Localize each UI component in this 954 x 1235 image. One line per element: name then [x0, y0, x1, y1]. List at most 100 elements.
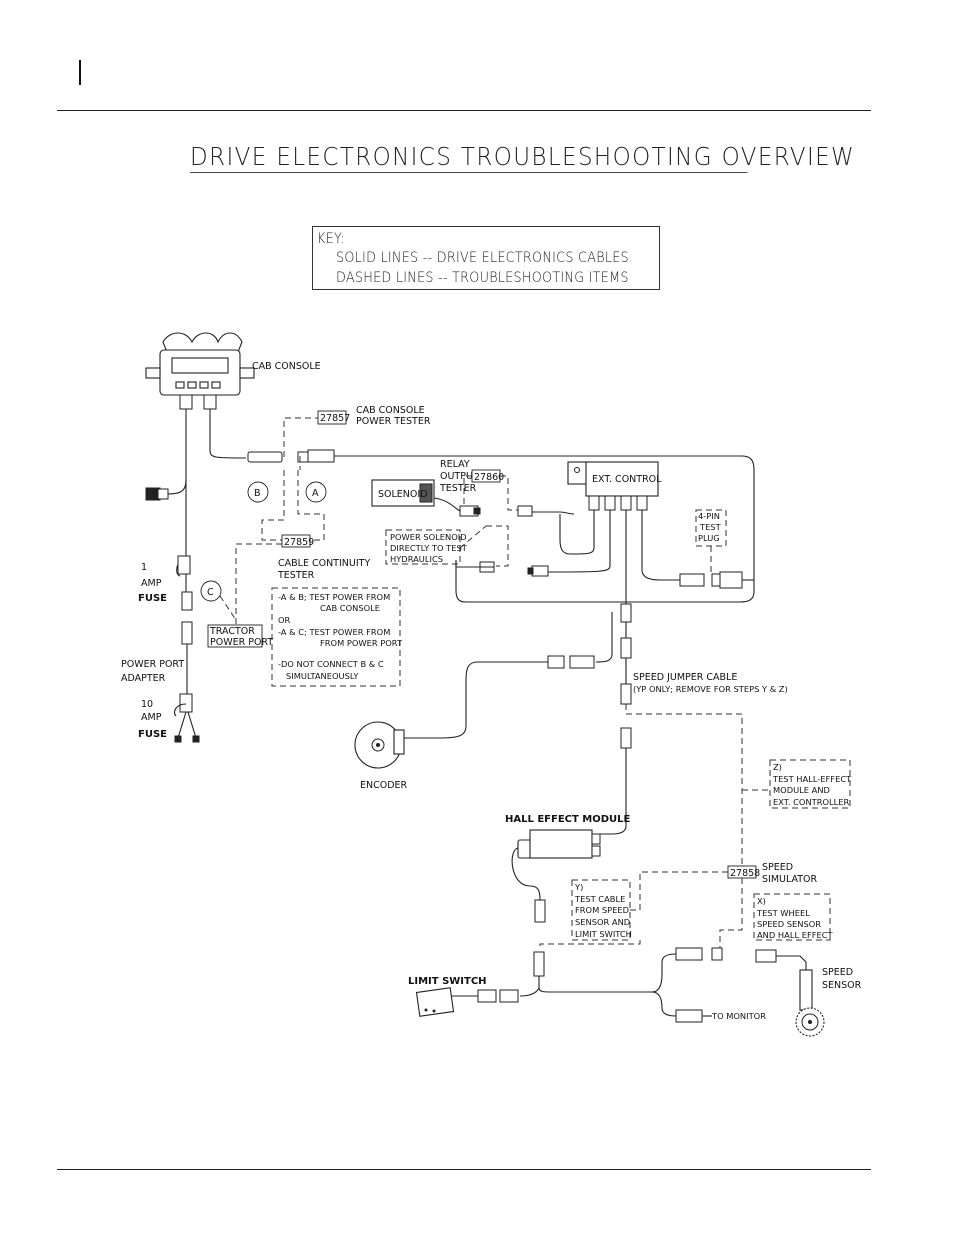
continuity-note-3: OR: [278, 615, 291, 625]
speed-simulator-label-2: SIMULATOR: [762, 874, 818, 885]
fuse-1-amp-label-3: FUSE: [138, 593, 167, 604]
test-plug-label-3: PLUG: [698, 533, 720, 543]
relay-output-tester-label-3: TESTER: [439, 483, 477, 494]
power-port-adapter-label-2: ADAPTER: [121, 673, 166, 684]
continuity-notes-box: [271, 587, 401, 687]
fuse-1-amp-label-2: AMP: [141, 578, 162, 589]
power-solenoid-box: [385, 529, 461, 565]
step-z-label-3: MODULE AND: [773, 785, 830, 795]
step-y-label-5: LIMIT SWITCH: [575, 929, 632, 939]
tester-27860-label: 27860: [474, 472, 504, 483]
cab-console-label: CAB CONSOLE: [252, 361, 321, 372]
step-y-label-4: SENSOR AND: [575, 917, 630, 927]
step-z-label-4: EXT. CONTROLLER: [773, 797, 850, 807]
test-point-a: [305, 481, 327, 503]
cab-console-power-tester-label-2: POWER TESTER: [356, 416, 431, 427]
cable-continuity-tester-label: CABLE CONTINUITY: [278, 558, 370, 569]
continuity-note-1: -A & B; TEST POWER FROM: [278, 592, 390, 602]
speed-sensor-wheel: [795, 1007, 825, 1037]
step-z-box: [769, 759, 851, 809]
fuse-1-amp: [177, 555, 191, 575]
cable-console-main: [209, 409, 247, 459]
speed-sensor: [799, 969, 813, 1011]
test-point-b: [247, 481, 269, 503]
test-point-b-label: B: [254, 488, 261, 499]
tester-27859: [281, 534, 311, 548]
tractor-power-port-label-2: POWER PORT: [210, 637, 273, 648]
speed-jumper-top: [620, 603, 632, 623]
speed-sensor-label: SPEED: [822, 967, 853, 978]
footer-rule: [57, 1169, 871, 1170]
step-x-label-4: AND HALL EFFECT: [757, 930, 834, 940]
connector-console-harness: [247, 451, 283, 463]
encoder-label: ENCODER: [360, 780, 408, 791]
step-x-label: X): [757, 896, 766, 906]
legend-box: [312, 226, 660, 290]
power-solenoid-label: POWER SOLENOID: [390, 532, 467, 542]
tractor-power-port-label: TRACTOR: [209, 626, 255, 637]
hall-effect-module-label: HALL EFFECT MODULE: [505, 814, 631, 825]
step-x-label-3: SPEED SENSOR: [757, 919, 821, 929]
continuity-note-5: FROM POWER PORT: [320, 638, 403, 648]
fuse-10-amp-label-2: AMP: [141, 712, 162, 723]
ext-control: EXT. CONTROL: [567, 461, 662, 511]
speed-jumper-cable-label: SPEED JUMPER CABLE: [633, 672, 737, 683]
tester-27857-label: 27857: [320, 413, 350, 424]
power-port-adapter-plug: [181, 621, 193, 645]
power-solenoid-label-3: HYDRAULICS: [390, 554, 443, 564]
step-x-box: [753, 893, 831, 941]
header-rule: [57, 110, 871, 111]
tractor-power-port: [207, 624, 263, 648]
test-point-c-label: C: [207, 587, 214, 598]
solenoid-label: SOLENOID: [378, 489, 428, 500]
fuse-10-amp: [179, 693, 193, 713]
diagram-title: DRIVE ELECTRONICS TROUBLESHOOTING OVERVI…: [190, 142, 856, 173]
speed-jumper-bottom: [620, 683, 632, 705]
test-point-a-label: A: [312, 488, 319, 499]
continuity-note-2: CAB CONSOLE: [320, 603, 380, 613]
step-z-label: Z): [773, 762, 782, 772]
cab-console: [145, 332, 255, 410]
speed-jumper-note: (YP ONLY; REMOVE FOR STEPS Y & Z): [633, 684, 788, 694]
limit-switch: [415, 987, 455, 1017]
test-plug-label-2: TEST: [699, 522, 722, 532]
test-point-c: [200, 580, 222, 602]
to-monitor-label: TO MONITOR: [711, 1011, 766, 1021]
encoder: ENCODER: [354, 721, 408, 791]
continuity-note-4: -A & C; TEST POWER FROM: [278, 627, 390, 637]
legend-solid-lines: SOLID LINES -- DRIVE ELECTRONICS CABLES: [336, 250, 629, 266]
step-x-label-2: TEST WHEEL: [756, 908, 810, 918]
relay-output-tester-label: RELAY: [440, 459, 470, 470]
legend-heading: KEY:: [317, 231, 345, 247]
step-y-box: [571, 879, 631, 941]
cab-console-power-tester-label: CAB CONSOLE: [356, 405, 425, 416]
lower-harness-plug: [533, 951, 545, 977]
power-port-adapter-label: POWER PORT: [121, 659, 184, 670]
ext-control-label: EXT. CONTROL: [592, 474, 662, 485]
fuse-10-amp-label: 10: [141, 699, 153, 710]
legend-dashed-lines: DASHED LINES -- TROUBLESHOOTING ITEMS: [336, 270, 629, 286]
hall-effect-cable-plug: [620, 727, 632, 749]
step-y-label-2: TEST CABLE: [574, 894, 625, 904]
fuse-1-amp-label: 1: [141, 562, 147, 573]
fuse-10-amp-label-3: FUSE: [138, 729, 167, 740]
continuity-note-7: SIMULTANEOUSLY: [286, 671, 359, 681]
speed-sensor-label-2: SENSOR: [822, 980, 862, 991]
power-connector-upper: [181, 591, 193, 611]
continuity-note-6: -DO NOT CONNECT B & C: [278, 659, 384, 669]
cable-continuity-tester-label-2: TESTER: [277, 570, 315, 581]
cable-console-branch: [165, 479, 187, 495]
test-plug-label: 4-PIN: [698, 511, 720, 521]
speed-jumper-mid: [620, 637, 632, 659]
step-z-label-2: TEST HALL-EFFECT: [772, 774, 852, 784]
step-y-label: Y): [574, 882, 583, 892]
relay-output-tester-label-2: OUTPUT: [440, 471, 479, 482]
tester-27859-label: 27859: [284, 537, 314, 548]
tester-27858-label: 27858: [730, 868, 760, 879]
speed-simulator-label: SPEED: [762, 862, 793, 873]
tester-27857: [317, 410, 347, 425]
power-solenoid-label-2: DIRECTLY TO TEST: [390, 543, 468, 553]
hall-effect-module: [517, 829, 601, 859]
limit-switch-label: LIMIT SWITCH: [408, 976, 487, 987]
